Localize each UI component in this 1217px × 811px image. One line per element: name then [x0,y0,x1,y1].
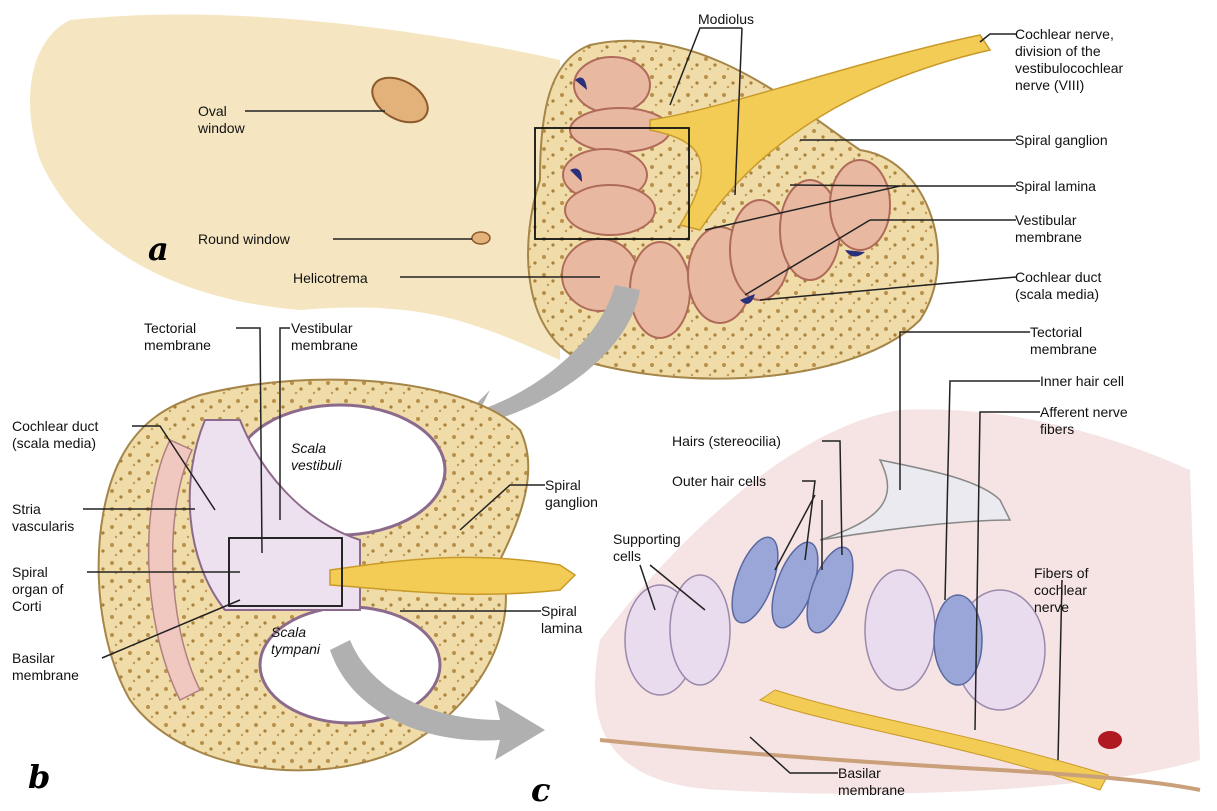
label-modiolus: Modiolus [698,11,754,28]
label-spiral-ganglion-b: Spiral ganglion [545,477,598,511]
label-inner-hair-cell: Inner hair cell [1040,373,1124,390]
label-oval-window: Oval window [198,103,245,137]
label-scala-tympani: Scala tympani [271,624,320,658]
panel-label-c: c [531,771,550,809]
panel-b-artwork [99,380,575,771]
blood-vessel-c [1098,731,1122,749]
label-basilar-membrane-c: Basilar membrane [838,765,905,799]
panel-a-artwork [30,15,990,440]
label-stria-vascularis: Stria vascularis [12,501,74,535]
label-spiral-organ-of-corti: Spiral organ of Corti [12,564,63,615]
label-tectorial-membrane-c: Tectorial membrane [1030,324,1097,358]
label-supporting-cells: Supporting cells [613,531,681,565]
label-scala-vestibuli: Scala vestibuli [291,440,342,474]
panel-c-artwork [595,409,1200,793]
panel-label-b: b [28,758,50,796]
label-spiral-lamina-a: Spiral lamina [1015,178,1096,195]
label-fibers-of-cochlear-nerve: Fibers of cochlear nerve [1034,565,1088,616]
label-cochlear-duct-a: Cochlear duct (scala media) [1015,269,1101,303]
label-basilar-membrane-b: Basilar membrane [12,650,79,684]
label-hairs-stereocilia: Hairs (stereocilia) [672,433,781,450]
temporal-bone-background [30,15,560,360]
label-vestibular-membrane-b: Vestibular membrane [291,320,358,354]
label-round-window: Round window [198,231,290,248]
round-window-shape [472,232,490,244]
label-vestibular-membrane-a: Vestibular membrane [1015,212,1082,246]
label-cochlear-duct-b: Cochlear duct (scala media) [12,418,98,452]
label-helicotrema: Helicotrema [293,270,368,287]
label-cochlear-nerve: Cochlear nerve, division of the vestibul… [1015,26,1123,94]
label-spiral-ganglion-a: Spiral ganglion [1015,132,1108,149]
panel-label-a: a [148,230,169,268]
label-spiral-lamina-b: Spiral lamina [541,603,582,637]
label-tectorial-membrane-b: Tectorial membrane [144,320,211,354]
label-afferent-nerve-fibers: Afferent nerve fibers [1040,404,1128,438]
label-outer-hair-cells: Outer hair cells [672,473,766,490]
